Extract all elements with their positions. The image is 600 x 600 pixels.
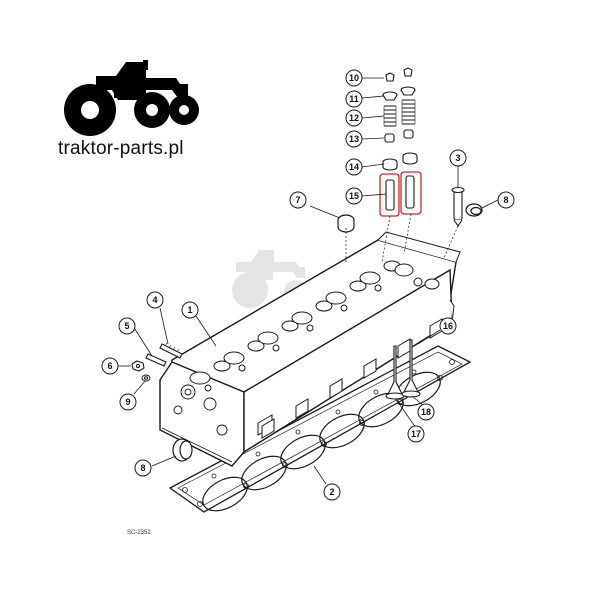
callout-16-label: 16 (443, 321, 453, 331)
stud-short[interactable] (145, 353, 167, 367)
callout-5-label: 5 (124, 321, 129, 331)
callout-9-label: 9 (125, 397, 130, 407)
callout-2[interactable]: 2 (323, 483, 341, 501)
callout-8b-label: 8 (503, 195, 508, 205)
callout-4-label: 4 (152, 295, 157, 305)
callout-11[interactable]: 11 (345, 90, 363, 108)
spring-retainer[interactable] (382, 86, 416, 101)
callout-13[interactable]: 13 (345, 130, 363, 148)
leader-lines (117, 77, 499, 485)
callout-16[interactable]: 16 (439, 317, 457, 335)
tractor-icon (64, 60, 199, 136)
callout-10[interactable]: 10 (345, 69, 363, 87)
callout-5[interactable]: 5 (118, 317, 136, 335)
brand-logo[interactable] (56, 58, 206, 168)
callout-14-label: 14 (349, 162, 359, 172)
callout-8a[interactable]: 8 (134, 459, 152, 477)
callout-3-label: 3 (455, 153, 460, 163)
valve-keeper[interactable] (385, 67, 413, 82)
nut[interactable] (131, 360, 145, 372)
callout-17-label: 17 (411, 429, 421, 439)
cylinder-head[interactable] (159, 231, 461, 467)
valves[interactable] (385, 339, 421, 400)
injector-sleeve[interactable] (451, 186, 465, 227)
head-gasket[interactable] (168, 345, 472, 518)
callout-15[interactable]: 15 (345, 187, 363, 205)
washer[interactable] (141, 374, 151, 382)
callout-9[interactable]: 9 (119, 393, 137, 411)
callout-8a-label: 8 (140, 463, 145, 473)
callout-2-label: 2 (329, 487, 334, 497)
expansion-plug-right[interactable] (465, 203, 483, 217)
callout-1[interactable]: 1 (181, 301, 199, 319)
callout-4[interactable]: 4 (146, 291, 164, 309)
brand-logo-text: traktor-parts.pl (58, 138, 184, 159)
callout-18[interactable]: 18 (417, 403, 435, 421)
callout-6[interactable]: 6 (101, 357, 119, 375)
callout-7-label: 7 (295, 195, 300, 205)
callout-1-label: 1 (187, 305, 192, 315)
callout-14[interactable]: 14 (345, 158, 363, 176)
callout-8b[interactable]: 8 (497, 191, 515, 209)
callout-12-label: 12 (349, 113, 359, 123)
valve-spring[interactable] (383, 99, 416, 127)
callout-13-label: 13 (349, 134, 359, 144)
valve-guide[interactable] (385, 175, 415, 211)
expansion-plug-left[interactable] (172, 438, 193, 462)
callout-10-label: 10 (349, 73, 359, 83)
valve-stem-seal[interactable] (384, 129, 414, 143)
callout-18-label: 18 (421, 407, 431, 417)
valve-rotator[interactable] (382, 152, 418, 171)
callout-15-label: 15 (349, 191, 359, 201)
cup-plug[interactable] (337, 214, 355, 233)
callout-3[interactable]: 3 (449, 149, 467, 167)
callout-12[interactable]: 12 (345, 109, 363, 127)
callout-11-label: 11 (349, 94, 359, 104)
stud[interactable] (159, 342, 183, 359)
callout-17[interactable]: 17 (407, 425, 425, 443)
callout-7[interactable]: 7 (289, 191, 307, 209)
figure-code: SC-2352 (127, 530, 151, 536)
callout-6-label: 6 (107, 361, 112, 371)
valve-train-stack (345, 67, 459, 263)
